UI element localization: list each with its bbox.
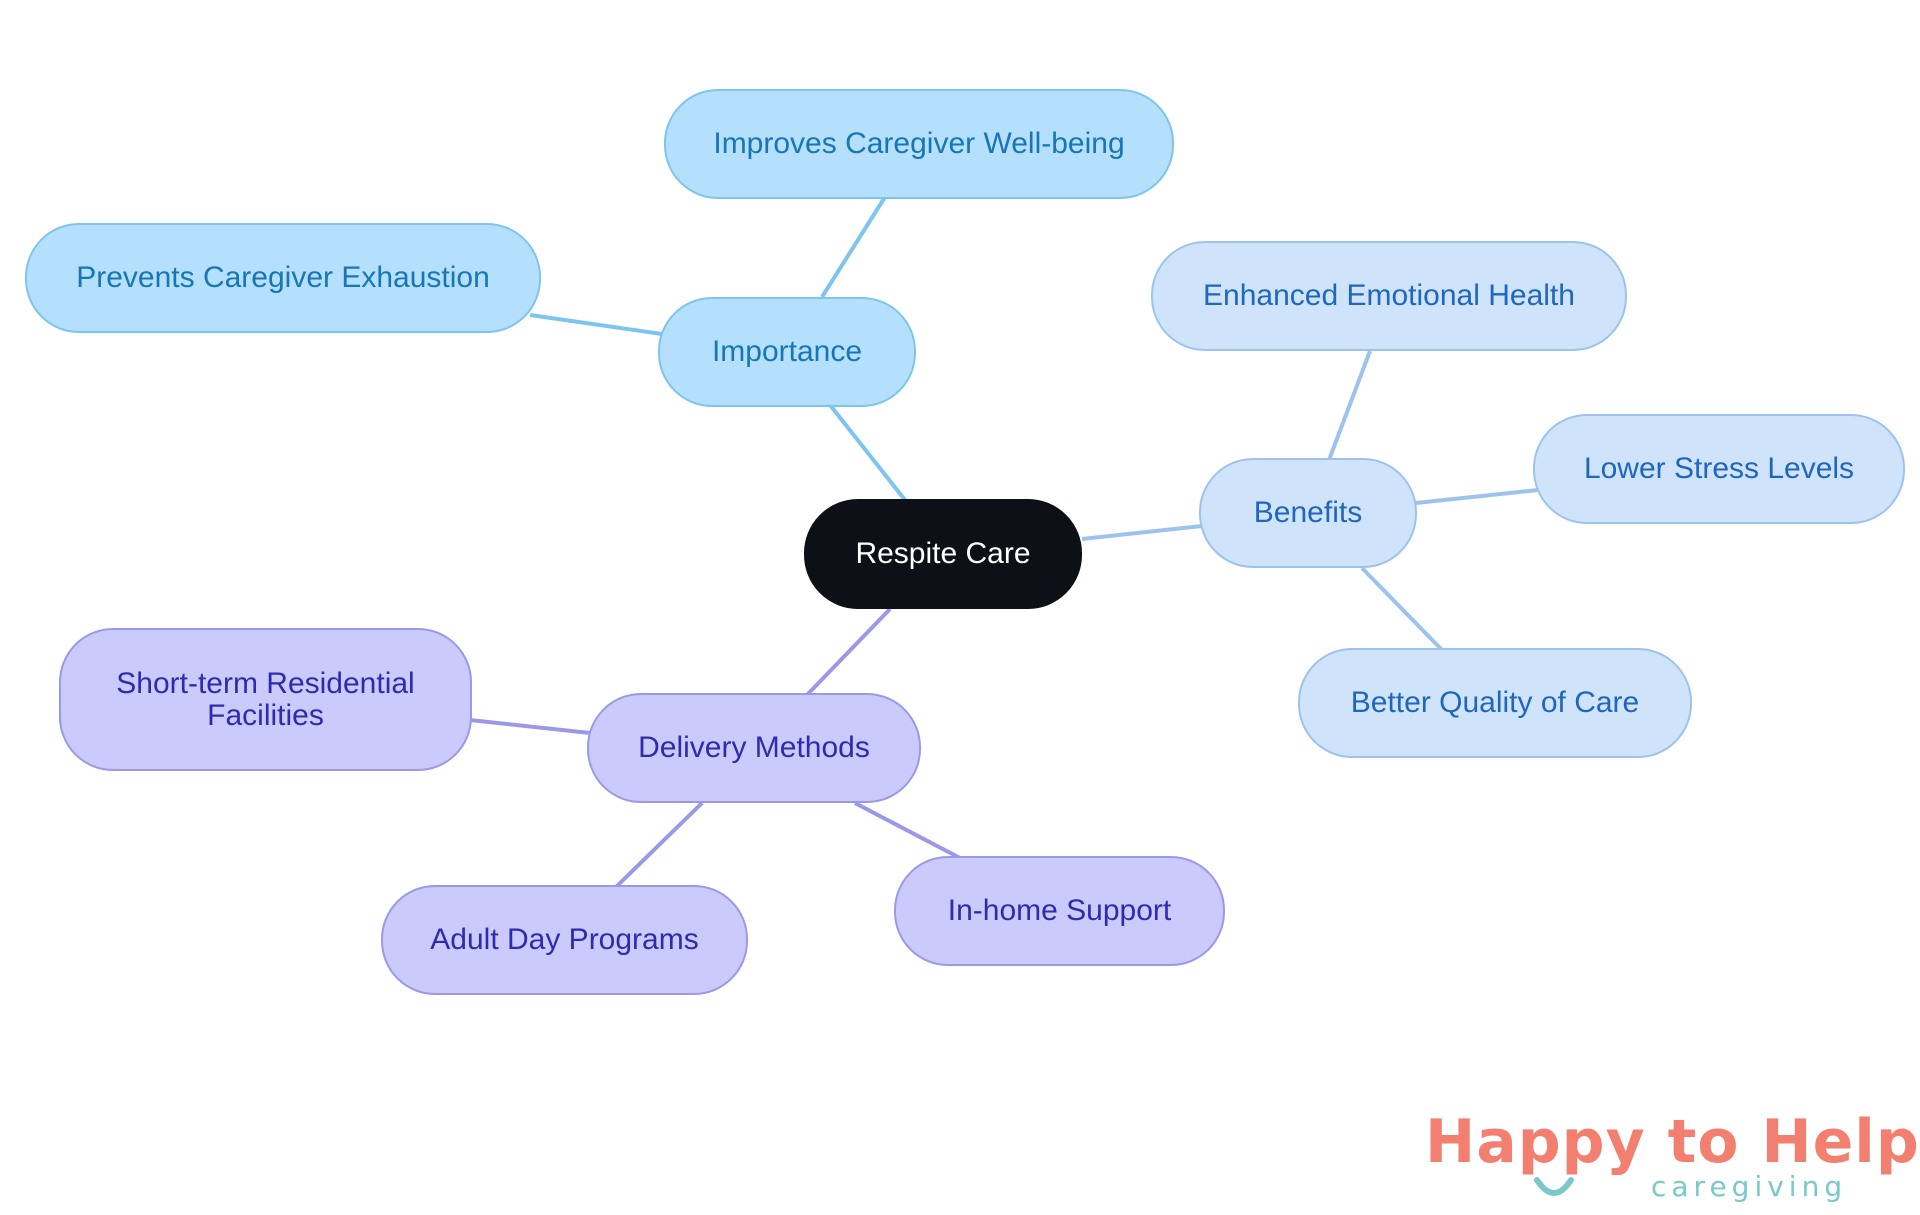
branch-benefits-label: Benefits (1253, 496, 1363, 529)
link-benefits-quality (1360, 566, 1444, 652)
leaf-emotional-health: Enhanced Emotional Health (1151, 241, 1627, 351)
leaf-quality-of-care: Better Quality of Care (1298, 648, 1692, 758)
leaf-label: Short-term Residential Facilities (116, 666, 415, 732)
leaf-label: Prevents Caregiver Exhaustion (76, 261, 490, 294)
smile-icon (1534, 1177, 1574, 1196)
leaf-label: Enhanced Emotional Health (1203, 279, 1575, 312)
leaf-label: Lower Stress Levels (1583, 452, 1855, 485)
link-benefits-stress (1415, 488, 1539, 505)
leaf-in-home-support: In-home Support (894, 856, 1225, 966)
leaf-label: In-home Support (947, 894, 1172, 927)
branch-importance-label: Importance (711, 335, 863, 368)
leaf-lower-stress: Lower Stress Levels (1533, 414, 1905, 524)
leaf-adult-day-programs: Adult Day Programs (381, 885, 748, 995)
root-node: Respite Care (804, 499, 1082, 609)
happy-to-help-logo: Happy to Help caregiving (1425, 1108, 1919, 1208)
leaf-label: Improves Caregiver Well-being (713, 127, 1125, 160)
link-root-importance (828, 403, 907, 502)
leaf-label: Better Quality of Care (1350, 686, 1640, 719)
link-delivery-adultday (613, 801, 704, 890)
link-importance-wellbeing (820, 195, 887, 299)
logo-subtext: caregiving (1651, 1170, 1848, 1203)
link-benefits-emotional (1327, 350, 1372, 461)
leaf-improves-wellbeing: Improves Caregiver Well-being (664, 89, 1174, 199)
link-importance-exhaustion (529, 313, 663, 336)
root-label: Respite Care (855, 537, 1031, 570)
branch-delivery-label: Delivery Methods (638, 731, 870, 764)
link-delivery-inhome (854, 801, 961, 860)
branch-delivery-methods: Delivery Methods (587, 693, 921, 803)
branch-benefits: Benefits (1199, 458, 1417, 568)
link-root-delivery (803, 607, 892, 699)
link-delivery-residential (469, 718, 591, 735)
branch-importance: Importance (658, 297, 916, 407)
logo-text: Happy to Help (1425, 1107, 1920, 1177)
leaf-prevents-exhaustion: Prevents Caregiver Exhaustion (25, 223, 541, 333)
leaf-label: Adult Day Programs (430, 923, 699, 956)
leaf-residential-facilities: Short-term Residential Facilities (59, 628, 472, 771)
link-root-benefits (1081, 524, 1203, 541)
